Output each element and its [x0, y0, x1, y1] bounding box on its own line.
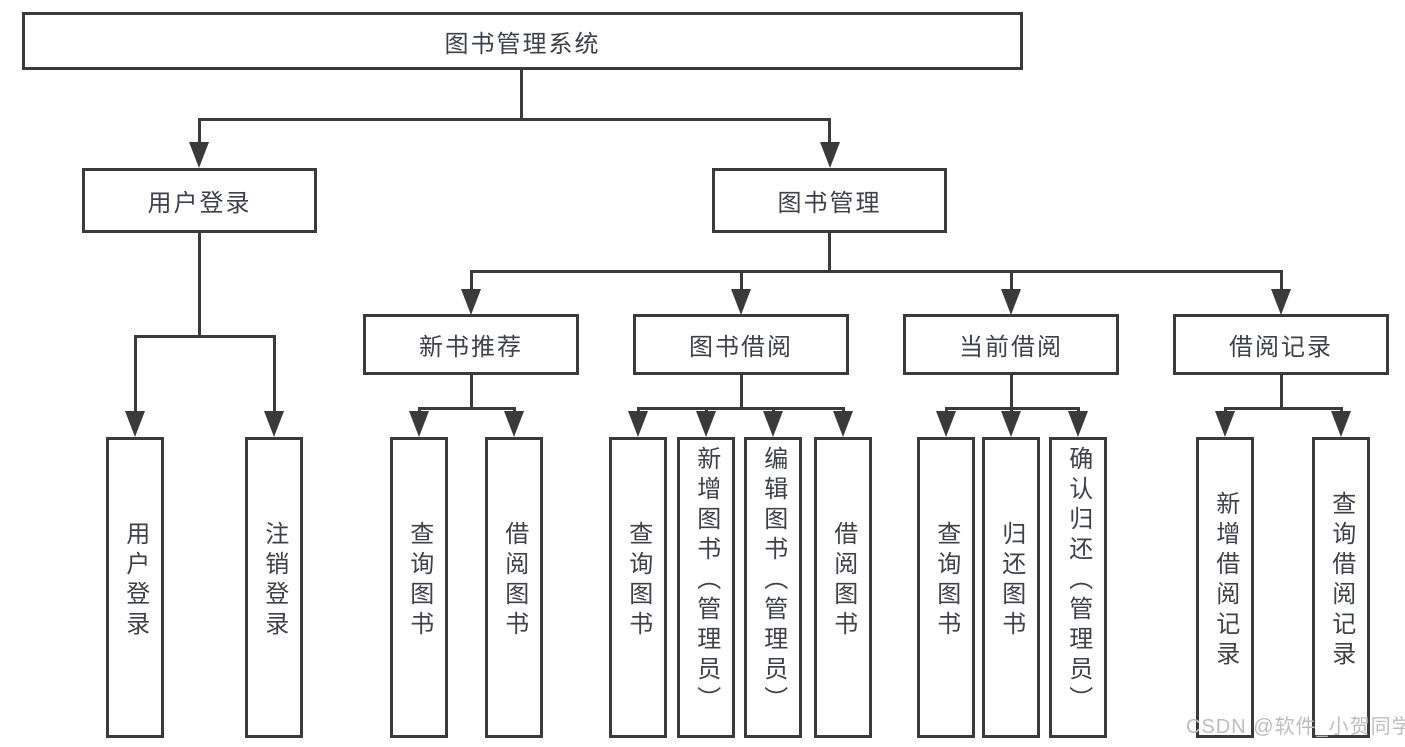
connector-line [1224, 407, 1343, 410]
arrowhead-down-icon [936, 411, 956, 437]
node-borrow-books-borrowing: 借阅图书 [814, 437, 872, 738]
connector-line [740, 270, 743, 292]
node-label: 借阅图书 [500, 520, 528, 641]
connector-line [1280, 375, 1283, 409]
node-label: 用户登录 [121, 520, 149, 641]
arrowhead-down-icon [1215, 411, 1235, 437]
node-label: 查询图书 [932, 520, 960, 641]
connector-line [134, 335, 137, 413]
node-user-login-branch: 用户登录 [82, 168, 317, 233]
arrowhead-down-icon [1271, 289, 1291, 315]
node-label: 查询图书 [405, 520, 433, 641]
arrowhead-down-icon [1001, 411, 1021, 437]
node-book-management-branch: 图书管理 [712, 168, 947, 233]
arrowhead-down-icon [1001, 289, 1021, 315]
connector-line [520, 70, 523, 120]
arrowhead-down-icon [1068, 411, 1088, 437]
connector-line [470, 270, 1281, 273]
node-book-borrowing: 图书借阅 [633, 314, 849, 375]
node-label: 归还图书 [997, 520, 1025, 641]
node-label: 编辑图书（管理员） [759, 445, 787, 716]
connector-line [418, 407, 516, 410]
node-label: 查询借阅记录 [1327, 490, 1355, 671]
arrowhead-down-icon [1331, 411, 1351, 437]
arrowhead-down-icon [731, 289, 751, 315]
node-label: 用户登录 [147, 190, 252, 217]
node-user-login-leaf: 用户登录 [106, 437, 164, 738]
node-query-borrow-record: 查询借阅记录 [1312, 437, 1370, 738]
arrowhead-down-icon [189, 142, 209, 168]
arrowhead-down-icon [125, 411, 145, 437]
node-return-books: 归还图书 [982, 437, 1040, 738]
node-confirm-return-admin: 确认归还（管理员） [1049, 437, 1107, 738]
node-label: 当前借阅 [959, 334, 1063, 361]
node-label: 新增借阅记录 [1211, 490, 1239, 671]
node-current-borrowing: 当前借阅 [903, 314, 1119, 375]
arrowhead-down-icon [696, 411, 716, 437]
connector-line [1010, 375, 1013, 409]
arrowhead-down-icon [409, 411, 429, 437]
node-label: 图书管理系统 [444, 30, 601, 58]
connector-line [198, 118, 201, 146]
node-logout-leaf: 注销登录 [245, 437, 303, 738]
connector-line [1010, 270, 1013, 292]
connector-line [134, 335, 276, 338]
connector-line [198, 233, 201, 337]
arrowhead-down-icon [763, 411, 783, 437]
node-query-books-current: 查询图书 [917, 437, 975, 738]
connector-line [637, 407, 845, 410]
csdn-watermark: CSDN @软件_小贺同学 [1186, 716, 1405, 738]
arrowhead-down-icon [628, 411, 648, 437]
node-label: 注销登录 [260, 520, 288, 641]
connector-line [470, 270, 473, 292]
node-label: 图书借阅 [689, 334, 793, 361]
node-book-management-system: 图书管理系统 [22, 12, 1023, 70]
node-borrow-records: 借阅记录 [1173, 314, 1389, 375]
connector-line [828, 118, 831, 146]
arrowhead-down-icon [833, 411, 853, 437]
node-label: 借阅图书 [829, 520, 857, 641]
arrowhead-down-icon [504, 411, 524, 437]
node-label: 新书推荐 [419, 334, 523, 361]
node-new-book-recommend: 新书推荐 [363, 314, 579, 375]
connector-line [1280, 270, 1283, 292]
arrowhead-down-icon [820, 142, 840, 168]
node-edit-books-admin: 编辑图书（管理员） [744, 437, 802, 738]
node-borrow-books-recommend: 借阅图书 [485, 437, 543, 738]
node-add-books-admin: 新增图书（管理员） [677, 437, 735, 738]
node-query-books-borrowing: 查询图书 [609, 437, 667, 738]
node-label: 图书管理 [777, 190, 882, 217]
connector-line [740, 375, 743, 409]
connector-line [470, 375, 473, 409]
connector-line [828, 233, 831, 272]
node-label: 新增图书（管理员） [692, 445, 720, 716]
node-label: 借阅记录 [1229, 334, 1333, 361]
connector-line [273, 335, 276, 413]
node-label: 确认归还（管理员） [1064, 445, 1092, 716]
node-label: 查询图书 [624, 520, 652, 641]
arrowhead-down-icon [461, 289, 481, 315]
node-add-borrow-record: 新增借阅记录 [1196, 437, 1254, 738]
arrowhead-down-icon [264, 411, 284, 437]
node-query-books-recommend: 查询图书 [390, 437, 448, 738]
connector-line [198, 118, 831, 121]
